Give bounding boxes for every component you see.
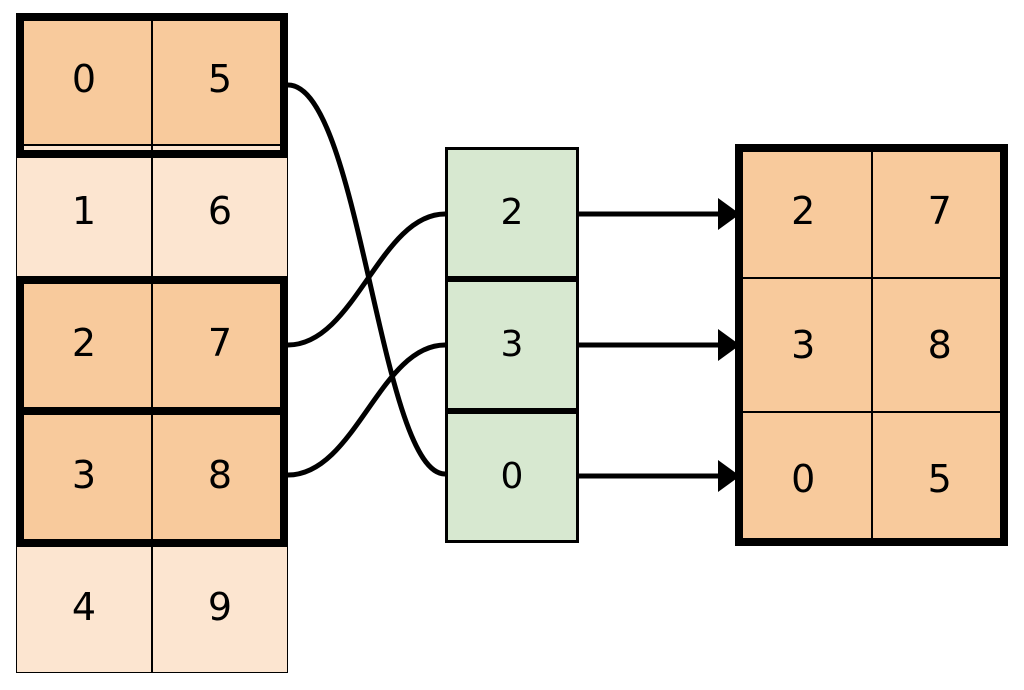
cell-value: 5 xyxy=(927,457,952,501)
source-array-table: 0 5 1 6 2 7 3 8 4 9 xyxy=(16,13,288,673)
source-cell-r1c1: 6 xyxy=(152,145,288,277)
cell-value: 3 xyxy=(791,323,816,367)
source-cell-r2c0: 2 xyxy=(16,277,152,409)
index-array-table: 2 3 0 xyxy=(445,147,579,543)
source-cell-r0c0: 0 xyxy=(16,13,152,145)
link-source-row-2-to-index-cell-0 xyxy=(287,211,446,348)
cell-value: 3 xyxy=(500,324,524,365)
cell-value: 2 xyxy=(500,192,524,233)
cell-value: 0 xyxy=(500,456,524,497)
cell-value: 7 xyxy=(207,321,233,365)
link-source-row-0-to-index-cell-2 xyxy=(287,82,446,477)
cell-value: 4 xyxy=(71,585,97,629)
result-cell-r1c1: 8 xyxy=(871,278,1008,412)
source-cell-r3c0: 3 xyxy=(16,409,152,541)
cell-value: 9 xyxy=(207,585,233,629)
result-array-table: 2 7 3 8 0 5 xyxy=(735,144,1008,546)
source-cell-r4c1: 9 xyxy=(152,541,288,673)
link-source-row-3-to-index-cell-1 xyxy=(287,342,446,478)
result-cell-r0c1: 7 xyxy=(871,144,1008,278)
cell-value: 2 xyxy=(791,189,816,233)
cell-value: 2 xyxy=(71,321,97,365)
index-cell-1: 3 xyxy=(445,279,579,411)
result-cell-r1c0: 3 xyxy=(735,278,872,412)
index-cell-2: 0 xyxy=(445,411,579,543)
result-cell-r2c0: 0 xyxy=(735,412,872,546)
source-cell-r0c1: 5 xyxy=(152,13,288,145)
cell-value: 8 xyxy=(927,323,952,367)
source-cell-r2c1: 7 xyxy=(152,277,288,409)
source-cell-r3c1: 8 xyxy=(152,409,288,541)
cell-value: 0 xyxy=(791,457,816,501)
result-cell-r0c0: 2 xyxy=(735,144,872,278)
cell-value: 5 xyxy=(207,57,233,101)
cell-value: 3 xyxy=(71,453,97,497)
result-cell-r2c1: 5 xyxy=(871,412,1008,546)
source-rows-2-3-separator xyxy=(16,407,288,415)
cell-value: 6 xyxy=(207,189,233,233)
cell-value: 1 xyxy=(71,189,97,233)
cell-value: 0 xyxy=(71,57,97,101)
index-cell-0: 2 xyxy=(445,147,579,279)
cell-value: 7 xyxy=(927,189,952,233)
source-cell-r4c0: 4 xyxy=(16,541,152,673)
source-cell-r1c0: 1 xyxy=(16,145,152,277)
cell-value: 8 xyxy=(207,453,233,497)
